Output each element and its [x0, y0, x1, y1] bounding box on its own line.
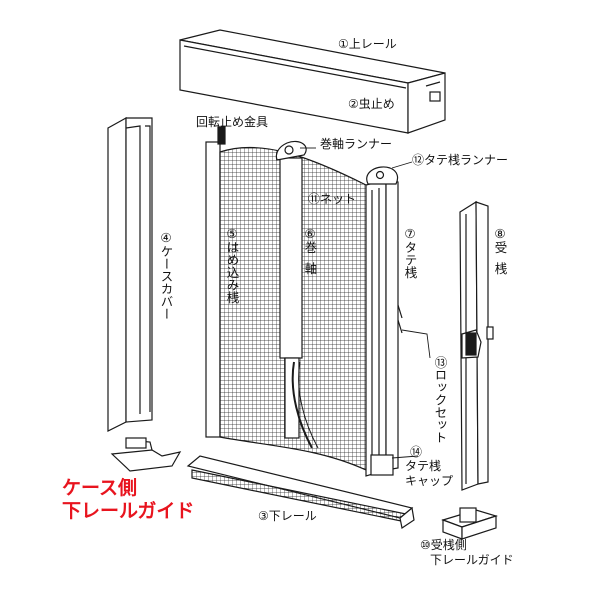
receiving-side-bottom-guide: [441, 507, 499, 540]
label-fitting-bar: ⑤はめ込み桟: [225, 226, 240, 304]
label-vertical-bar: ⑦タテ桟: [403, 226, 418, 279]
label-lock-set: ⑬ロックセット: [433, 356, 448, 444]
label-receiving-guide-line1: ⑩受桟側: [420, 538, 467, 552]
label-receiving-bar-1: ⑧受: [493, 226, 508, 254]
label-vbar-cap-line2: キャップ: [405, 474, 453, 488]
label-case-cover: ④ケースカバー: [159, 230, 174, 320]
leader-lines: [221, 130, 431, 459]
receiving-bar: [459, 200, 494, 491]
label-case-side-line1: ケース側: [62, 477, 137, 499]
labels: ①上レール ②虫止め 回転止め金具 巻軸ランナー ⑫タテ桟ランナー ⑪ネット ④…: [62, 37, 514, 567]
label-roller-runner: 巻軸ランナー: [320, 137, 392, 151]
label-roller-shaft-2: 軸: [303, 262, 318, 275]
label-top-rail: ①上レール: [338, 37, 397, 51]
bottom-rail: [186, 455, 415, 529]
case-cover: [107, 116, 153, 432]
label-roller-shaft-1: ⑥巻: [303, 226, 318, 254]
label-net: ⑪ネット: [308, 192, 356, 206]
roller-net-assembly: [205, 126, 367, 471]
label-receiving-guide-line2: 下レールガイド: [430, 553, 514, 567]
vertical-bar-assembly: [365, 166, 403, 477]
label-bottom-rail: ③下レール: [258, 509, 317, 523]
label-vbar-cap-line1: タテ桟: [405, 459, 441, 473]
label-vertical-runner: ⑫タテ桟ランナー: [412, 153, 508, 167]
label-vbar-cap-number: ⑭: [410, 445, 422, 459]
label-case-side-line2: 下レールガイド: [62, 500, 194, 522]
label-insect-stop: ②虫止め: [348, 97, 395, 111]
case-side-bottom-guide: [110, 437, 182, 472]
label-rotation-stopper: 回転止め金具: [196, 114, 268, 129]
top-rail: [179, 29, 446, 134]
label-receiving-bar-2: 桟: [493, 262, 508, 275]
